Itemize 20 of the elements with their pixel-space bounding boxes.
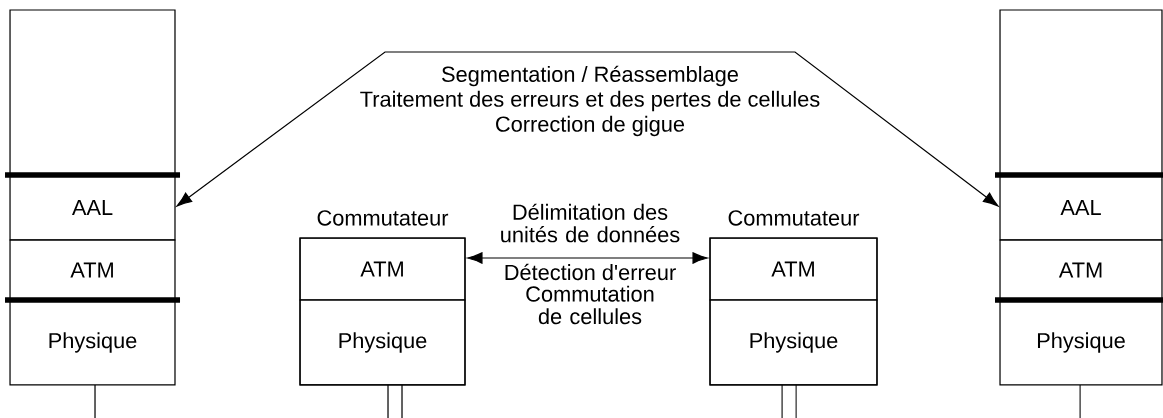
node-label: Commutateur <box>728 210 860 226</box>
function-text: Correction de gigue <box>496 115 685 137</box>
node-label: Commutateur <box>317 210 449 226</box>
layer-box: ATM <box>299 237 466 301</box>
layer-box: Physique <box>9 299 176 386</box>
layer-box: Physique <box>709 299 878 386</box>
layer-box: ATM <box>709 237 878 301</box>
layer-box: AAL <box>999 174 1163 241</box>
function-text: Commutation de cellules <box>526 285 654 325</box>
function-text: Détection d'erreur <box>505 263 676 281</box>
arrow <box>467 252 708 264</box>
layer-box: ATM <box>999 239 1163 301</box>
layer-box: Physique <box>999 299 1163 386</box>
function-text: Délimitation des unités de données <box>501 203 680 243</box>
function-text: Traitement des erreurs et des pertes de cellules <box>360 90 820 112</box>
layer-box: Physique <box>299 299 466 386</box>
arrow <box>176 51 999 207</box>
function-text: Segmentation / Réassemblage <box>442 65 738 87</box>
layer-box: ATM <box>9 239 176 301</box>
layer-box: AAL <box>9 174 176 241</box>
